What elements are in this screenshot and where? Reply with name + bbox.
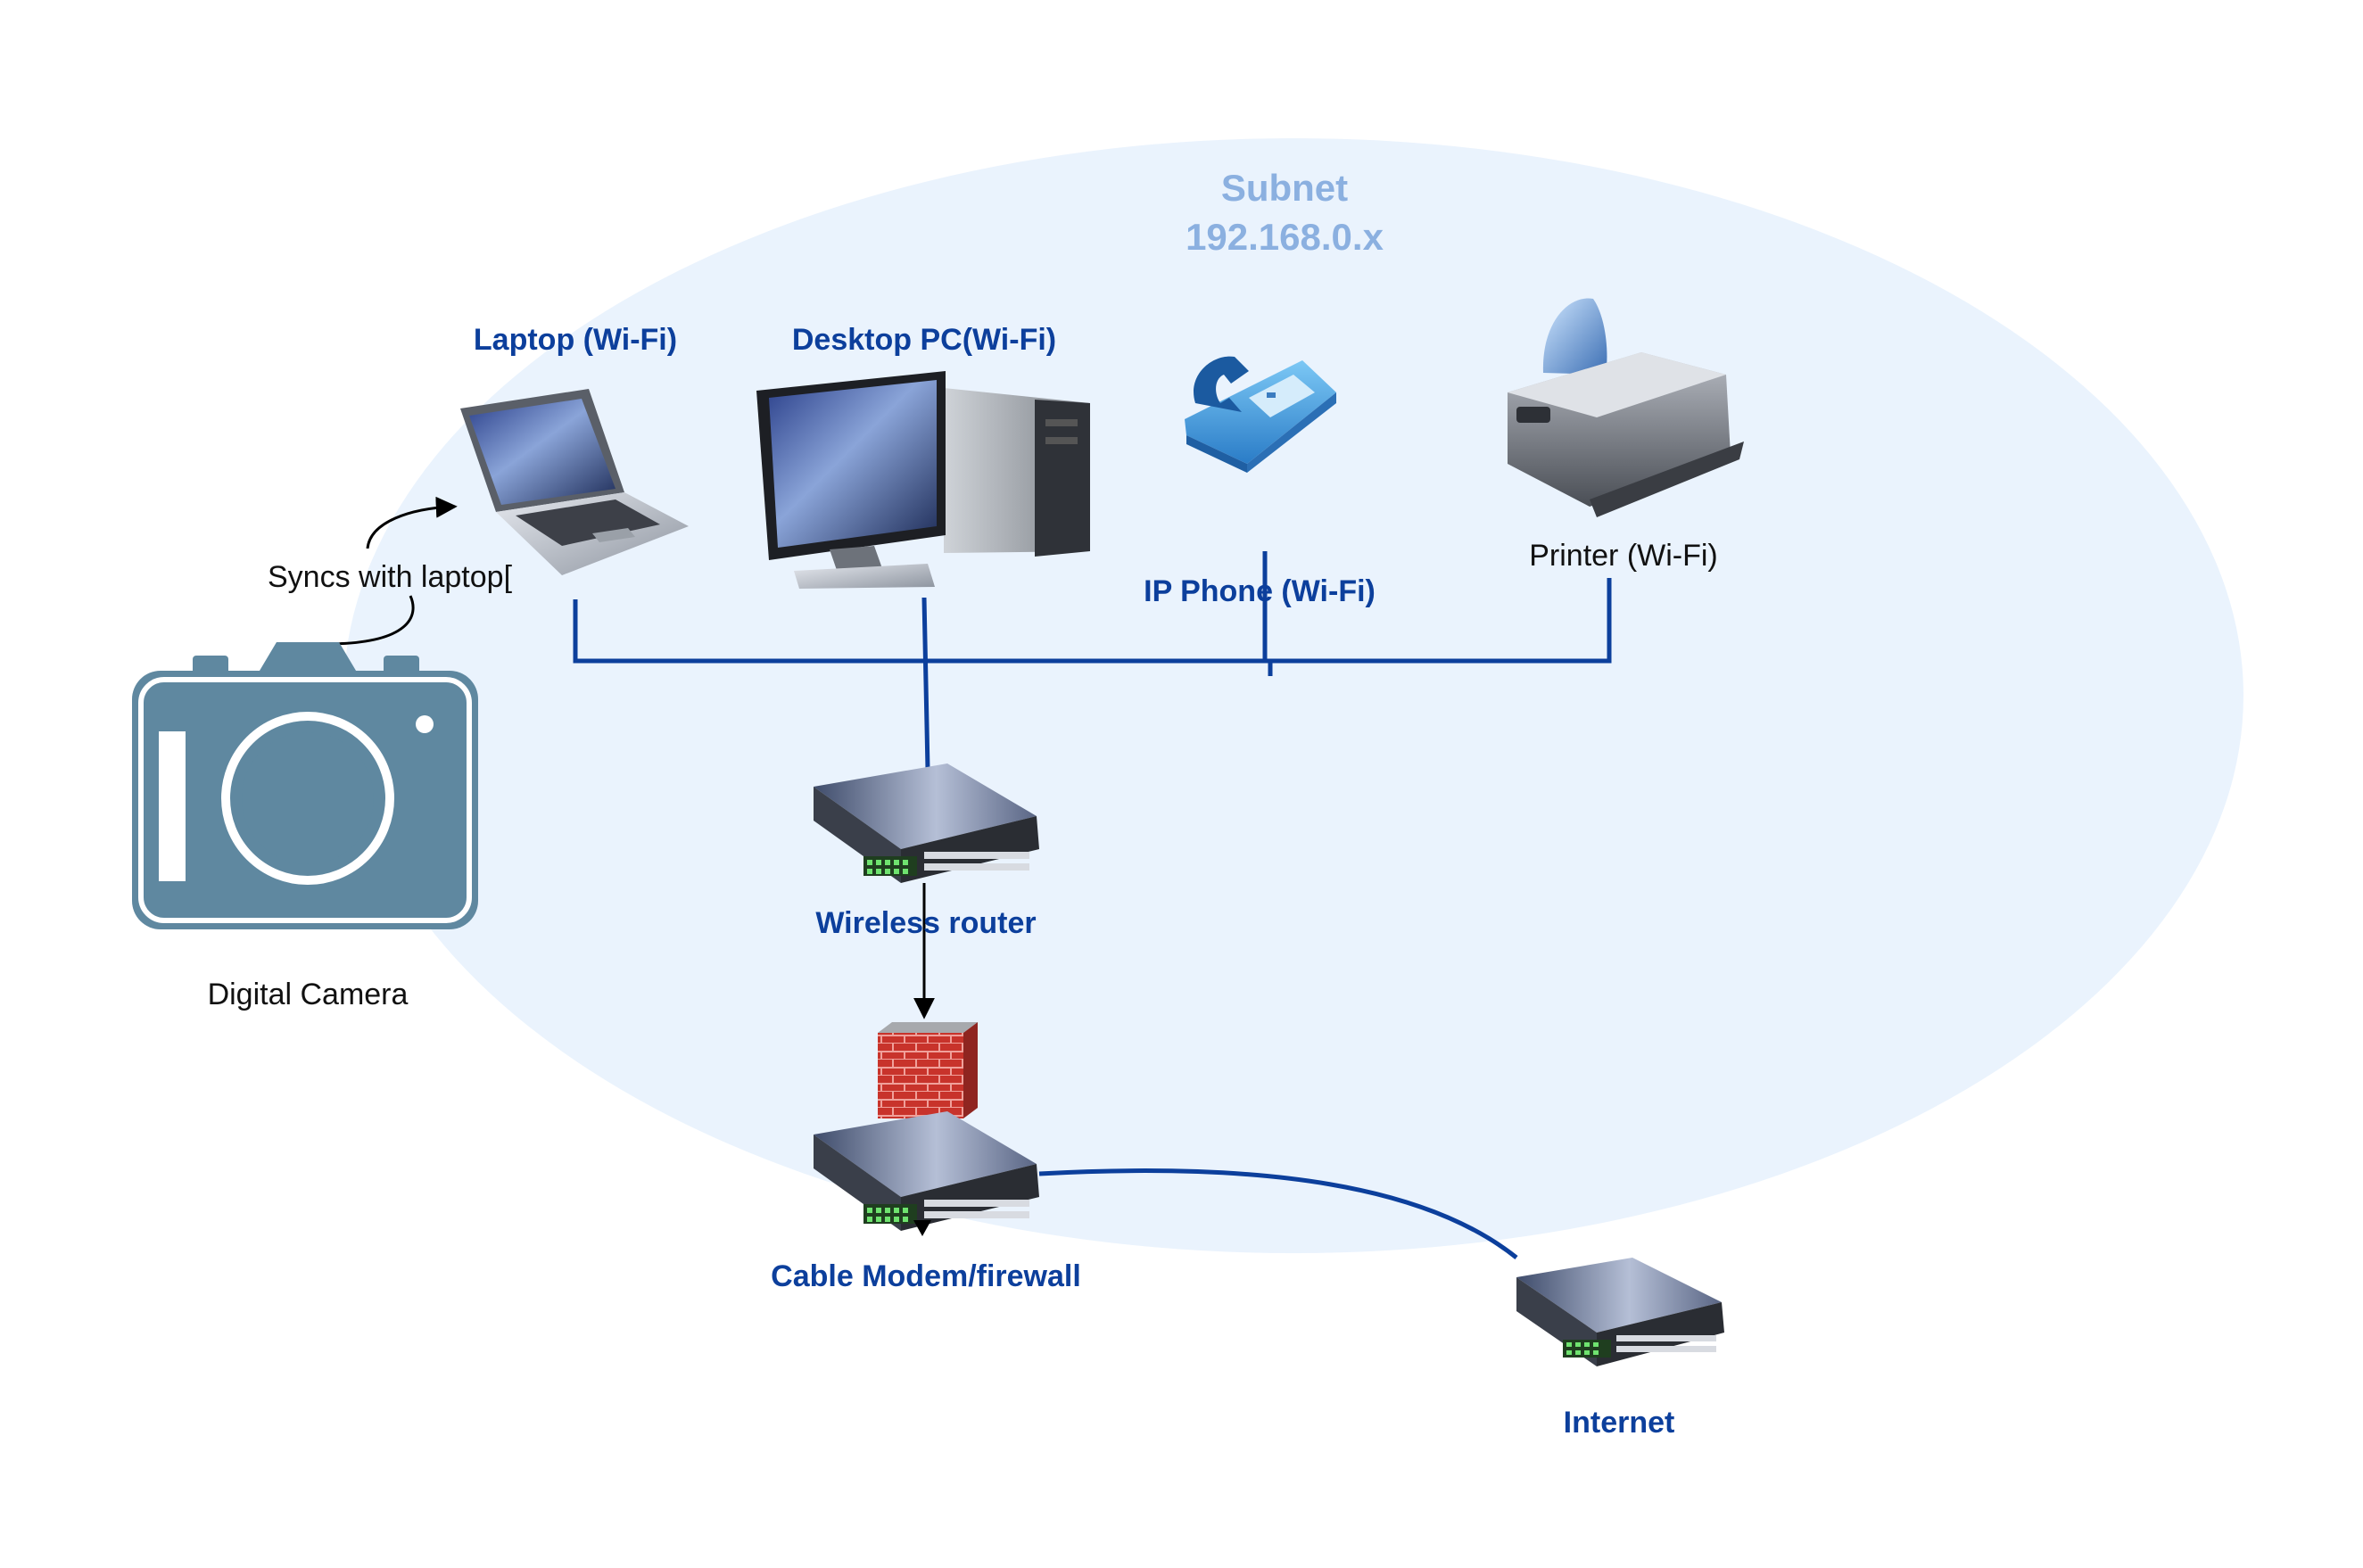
- cable-modem-icon[interactable]: [814, 1111, 1039, 1236]
- camera-icon[interactable]: [132, 642, 478, 929]
- printer-icon[interactable]: [1508, 298, 1744, 517]
- internet-label: Internet: [1564, 1406, 1675, 1440]
- subnet-address: 192.168.0.x: [1186, 216, 1384, 258]
- wireless-router-label: Wireless router: [815, 906, 1036, 940]
- subnet-area: [343, 138, 2243, 1253]
- modem-to-internet-link: [1038, 1168, 1518, 1259]
- printer-label: Printer (Wi-Fi): [1529, 539, 1718, 573]
- laptop-label: Laptop (Wi-Fi): [474, 323, 677, 357]
- laptop-icon[interactable]: [460, 389, 689, 575]
- camera-label: Digital Camera: [208, 978, 409, 1011]
- camera-sync-label: Syncs with laptop[: [268, 560, 513, 594]
- camera-sync-arrow: [325, 507, 453, 646]
- desktop-pc-icon[interactable]: [756, 371, 1090, 589]
- cable-modem-label: Cable Modem/firewall: [771, 1259, 1081, 1293]
- lan-bus: [573, 551, 1612, 770]
- firewall-icon[interactable]: [878, 1022, 978, 1118]
- ip-phone-icon[interactable]: [1185, 356, 1336, 473]
- desktop-label: Desktop PC(Wi-Fi): [792, 323, 1056, 357]
- wireless-router-icon[interactable]: [814, 763, 1039, 883]
- ip-phone-label: IP Phone (Wi-Fi): [1144, 574, 1376, 608]
- subnet-title: Subnet: [1221, 167, 1348, 209]
- internet-icon[interactable]: [1516, 1258, 1724, 1366]
